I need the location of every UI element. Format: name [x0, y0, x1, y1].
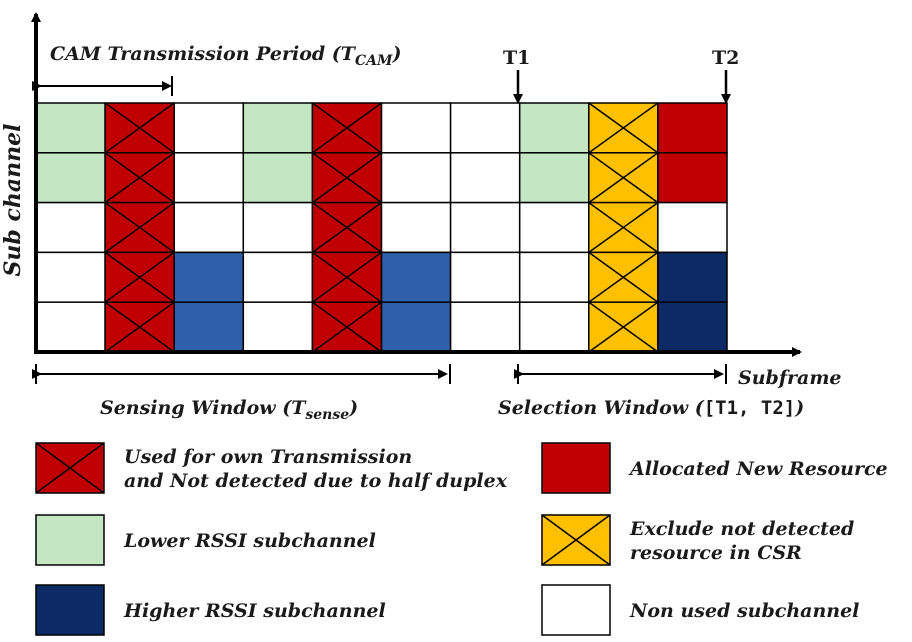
cell-tx-halfduplex [311, 201, 383, 254]
cell-unused [173, 201, 245, 254]
cell-unused [449, 102, 521, 154]
cell-unused [449, 301, 521, 353]
cell-unused [449, 251, 521, 303]
x-axis-label: Subframe [738, 367, 842, 389]
cell-excluded [588, 251, 659, 303]
cell-unused [242, 301, 314, 353]
cell-unused [35, 301, 106, 353]
cell-higher-rssi-blue [380, 251, 452, 303]
cell-unused [657, 201, 728, 254]
cell-unused [35, 251, 106, 303]
legend-label-lower-rssi: Lower RSSI subchannel [123, 530, 376, 552]
y-axis-label: Sub channel [0, 124, 26, 277]
cell-unused [242, 201, 314, 254]
legend-swatch-excluded [541, 514, 611, 566]
cell-tx-halfduplex [311, 102, 383, 154]
cell-tx-halfduplex [311, 301, 383, 353]
legend-label-higher-rssi: Higher RSSI subchannel [123, 600, 386, 622]
cell-tx-halfduplex [311, 152, 383, 204]
legend-label-excluded: resource in CSR [630, 542, 802, 564]
t2-label: T2 [712, 47, 739, 69]
legend-label-allocated: Allocated New Resource [628, 458, 888, 480]
cell-unused [518, 201, 590, 254]
legend-swatch-allocated [541, 442, 611, 494]
cell-unused [518, 251, 590, 303]
cell-tx-halfduplex [104, 251, 175, 303]
cam-period-label: CAM Transmission Period (TCAM) [50, 43, 401, 69]
subchannel-grid [35, 102, 728, 353]
cell-tx-halfduplex [104, 201, 175, 254]
legend-swatch-unused [541, 584, 611, 636]
cell-higher-rssi-blue [173, 301, 245, 353]
cell-excluded [588, 301, 659, 353]
cell-higher-rssi [657, 301, 728, 353]
cell-allocated [657, 152, 728, 204]
cell-unused [449, 152, 521, 204]
cell-allocated [657, 102, 728, 154]
cell-excluded [588, 152, 659, 204]
legend-label-unused: Non used subchannel [629, 600, 859, 622]
cell-unused [242, 251, 314, 303]
cell-unused [380, 201, 452, 254]
cell-excluded [588, 102, 659, 154]
cell-tx-halfduplex [104, 102, 175, 154]
legend-label-tx-halfduplex: Used for own Transmission [124, 446, 412, 468]
cell-lower-rssi [242, 102, 314, 154]
sensing-window-label: Sensing Window (Tsense) [100, 397, 358, 423]
selection-window-label: Selection Window ([T1, T2]) [498, 397, 804, 419]
legend-label-tx-halfduplex: and Not detected due to half duplex [124, 470, 508, 492]
cell-unused [518, 301, 590, 353]
cell-higher-rssi-blue [173, 251, 245, 303]
legend-swatch-tx-halfduplex [35, 442, 105, 494]
cell-unused [380, 152, 452, 204]
cell-lower-rssi [242, 152, 314, 204]
cell-lower-rssi [35, 102, 106, 154]
legend-swatch-higher-rssi [35, 584, 105, 636]
cell-higher-rssi-blue [380, 301, 452, 353]
cell-unused [449, 201, 521, 254]
cell-excluded [588, 201, 659, 254]
cell-unused [173, 102, 245, 154]
cell-lower-rssi [35, 152, 106, 204]
legend-label-excluded: Exclude not detected [629, 518, 854, 540]
cell-lower-rssi [518, 152, 590, 204]
cell-unused [173, 152, 245, 204]
cell-higher-rssi [657, 251, 728, 303]
cell-tx-halfduplex [104, 301, 175, 353]
cell-unused [380, 102, 452, 154]
cell-lower-rssi [518, 102, 590, 154]
t1-label: T1 [503, 47, 530, 69]
cell-tx-halfduplex [311, 251, 383, 303]
cell-unused [35, 201, 106, 254]
cell-tx-halfduplex [104, 152, 175, 204]
legend-swatch-lower-rssi [35, 514, 105, 566]
